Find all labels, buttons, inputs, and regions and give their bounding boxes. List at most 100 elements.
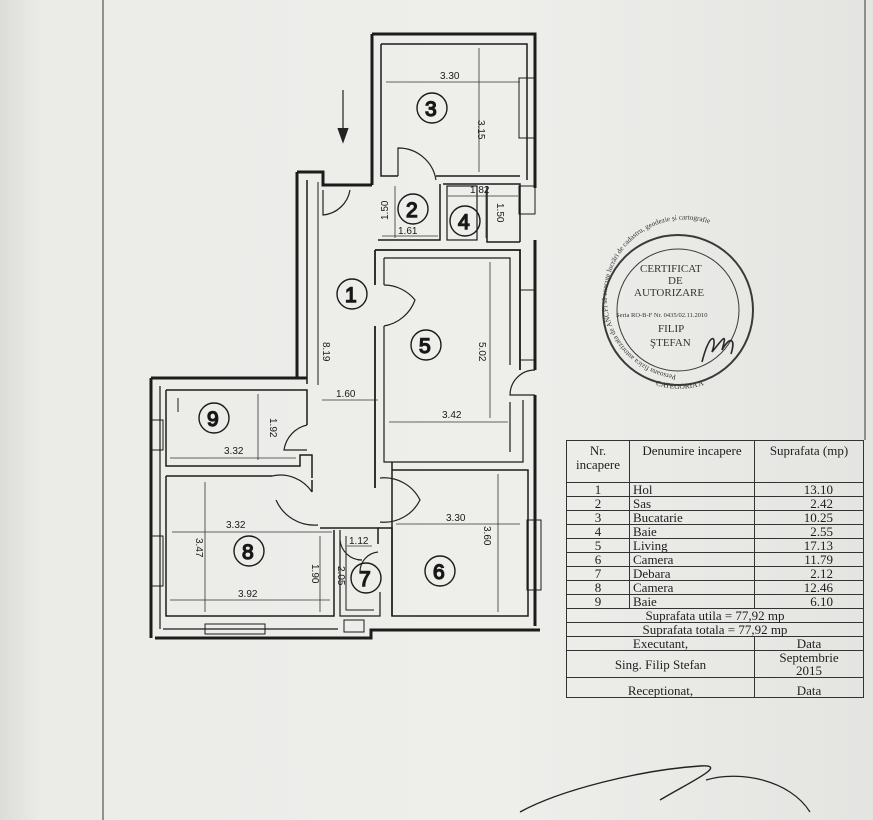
cell-nr: 2 — [566, 496, 630, 511]
cell-area: 6.10 — [754, 594, 864, 609]
cell-nr: 1 — [566, 482, 630, 497]
cell-nr: 4 — [566, 524, 630, 539]
dim-r8-height: 3.47 — [193, 538, 204, 558]
dim-r9-width: 3.32 — [224, 446, 244, 457]
cell-area: 10.25 — [754, 510, 864, 525]
room-marker-5 — [410, 329, 442, 361]
dim-r2-width: 1.61 — [398, 226, 418, 237]
summary-row-totala: Suprafata totala = 77,92 mp — [566, 622, 864, 637]
dim-r2-height: 1.50 — [380, 200, 391, 220]
stamp-line-2: DE — [668, 275, 683, 287]
suprafata-totala: Suprafata totala = 77,92 mp — [566, 622, 864, 637]
table-header-row: Nr. incapere Denumire incapere Suprafata… — [566, 440, 864, 483]
dim-r4-height: 1.50 — [494, 203, 505, 223]
col-header-name: Denumire incapere — [629, 440, 755, 483]
dim-r5-height: 5.02 — [476, 342, 487, 362]
room-marker-1 — [336, 278, 368, 310]
col-header-area: Suprafata (mp) — [754, 440, 864, 483]
cell-nr: 9 — [566, 594, 630, 609]
dim-r9-height: 1.92 — [267, 418, 278, 438]
stamp-serial: Seria RO-B-F Nr. 0435/02.11.2010 — [616, 312, 707, 319]
executant-header-row: Executant,Data — [566, 636, 864, 651]
stamp-name-2: ŞTEFAN — [650, 337, 691, 349]
room-marker-6 — [424, 555, 456, 587]
room-number-1: 1 — [345, 284, 357, 307]
room-number-3: 3 — [425, 98, 437, 121]
dim-r6-width: 3.30 — [446, 513, 466, 524]
cell-name: Baie — [629, 524, 755, 539]
receptionat-label: Receptionat, — [566, 677, 755, 698]
cell-name: Baie — [629, 594, 755, 609]
cell-nr: 8 — [566, 580, 630, 595]
dim-r7-width: 1.12 — [349, 536, 369, 547]
date-month: Septembrie — [779, 650, 839, 665]
dim-r8-width-top: 3.32 — [226, 520, 246, 531]
dim-r3-height: 3.15 — [475, 120, 486, 140]
stamp-line-1: CERTIFICAT — [640, 263, 702, 275]
cell-area: 12.46 — [754, 580, 864, 595]
dim-r8-height-2: 1.90 — [309, 564, 320, 584]
room-number-2: 2 — [406, 199, 418, 222]
cell-name: Living — [629, 538, 755, 553]
cell-area: 2.42 — [754, 496, 864, 511]
room-marker-4 — [449, 205, 481, 237]
dimension-lines — [170, 48, 520, 612]
cell-area: 2.55 — [754, 524, 864, 539]
signature-scribble — [519, 765, 712, 813]
cell-nr: 5 — [566, 538, 630, 553]
cell-nr: 7 — [566, 566, 630, 581]
room-markers: 3 2 4 1 5 9 8 7 6 — [198, 92, 481, 594]
doors — [271, 90, 536, 573]
stamp-ring-bottom: CATEGORIA A — [655, 378, 705, 391]
summary-row-utila: Suprafata utila = 77,92 mp — [566, 608, 864, 623]
room-marker-9 — [198, 402, 230, 434]
cell-name: Sas — [629, 496, 755, 511]
room-number-6: 6 — [433, 561, 445, 584]
data-label-2: Data — [754, 677, 864, 698]
dim-r1-height: 8.19 — [320, 342, 331, 362]
dim-r6-height: 3.60 — [481, 526, 492, 546]
room-number-4: 4 — [458, 211, 470, 234]
room-number-5: 5 — [419, 335, 431, 358]
room-marker-7 — [350, 562, 382, 594]
room-number-7: 7 — [359, 568, 371, 591]
room-number-8: 8 — [242, 541, 254, 564]
receptionat-row: Receptionat,Data — [566, 677, 864, 698]
data-label: Data — [754, 636, 864, 651]
authorization-stamp: Persoana fizica autorizata de ANCPI să e… — [601, 213, 754, 391]
cell-name: Hol — [629, 482, 755, 497]
room-marker-8 — [233, 535, 265, 567]
stamp-signature — [701, 337, 734, 363]
executant-label: Executant, — [566, 636, 755, 651]
stamp-line-3: AUTORIZARE — [634, 287, 704, 299]
signature-scribble-2 — [705, 775, 811, 813]
dim-r1-width: 1.60 — [336, 389, 356, 400]
dim-r3-width: 3.30 — [440, 71, 460, 82]
dim-r5-width: 3.42 — [442, 410, 462, 421]
cell-name: Bucatarie — [629, 510, 755, 525]
executant-name: Sing. Filip Stefan — [566, 650, 755, 678]
cell-nr: 3 — [566, 510, 630, 525]
stamp-name-1: FILIP — [658, 323, 684, 335]
suprafata-utila: Suprafata utila = 77,92 mp — [566, 608, 864, 623]
cell-area: 17.13 — [754, 538, 864, 553]
cell-name: Camera — [629, 552, 755, 567]
room-area-table: Nr. incapere Denumire incapere Suprafata… — [566, 440, 864, 698]
cell-area: 2.12 — [754, 566, 864, 581]
date-year: 2015 — [796, 663, 822, 678]
room-marker-3 — [416, 92, 448, 124]
cell-name: Debara — [629, 566, 755, 581]
cell-name: Camera — [629, 580, 755, 595]
dim-r4-width: 1.82 — [470, 185, 490, 196]
